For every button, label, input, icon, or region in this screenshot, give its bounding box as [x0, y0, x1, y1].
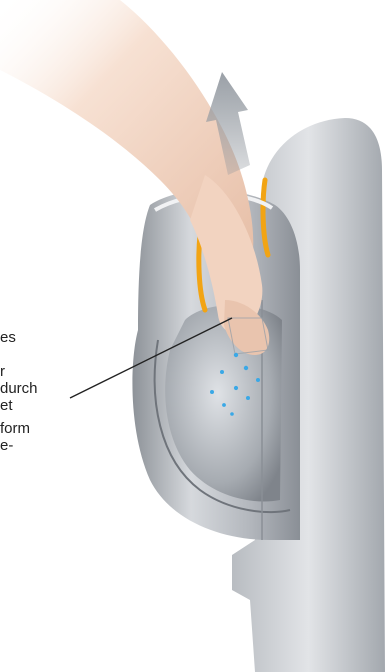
- caption-line-5: form: [0, 420, 70, 437]
- caption-line-2: r: [0, 363, 6, 380]
- water-droplet-icon: [220, 370, 224, 374]
- caption-line-1: es: [0, 329, 70, 346]
- caption-line-3: durch: [0, 380, 70, 397]
- water-droplet-icon: [234, 386, 238, 390]
- water-droplet-icon: [210, 390, 214, 394]
- water-droplet-icon: [244, 366, 248, 370]
- water-droplet-icon: [234, 353, 238, 357]
- water-droplet-icon: [230, 412, 234, 416]
- water-droplet-icon: [246, 396, 250, 400]
- caption-line-6: e-: [0, 437, 70, 454]
- water-droplet-icon: [222, 403, 226, 407]
- caption-line-4: et: [0, 397, 70, 414]
- water-droplet-icon: [256, 378, 260, 382]
